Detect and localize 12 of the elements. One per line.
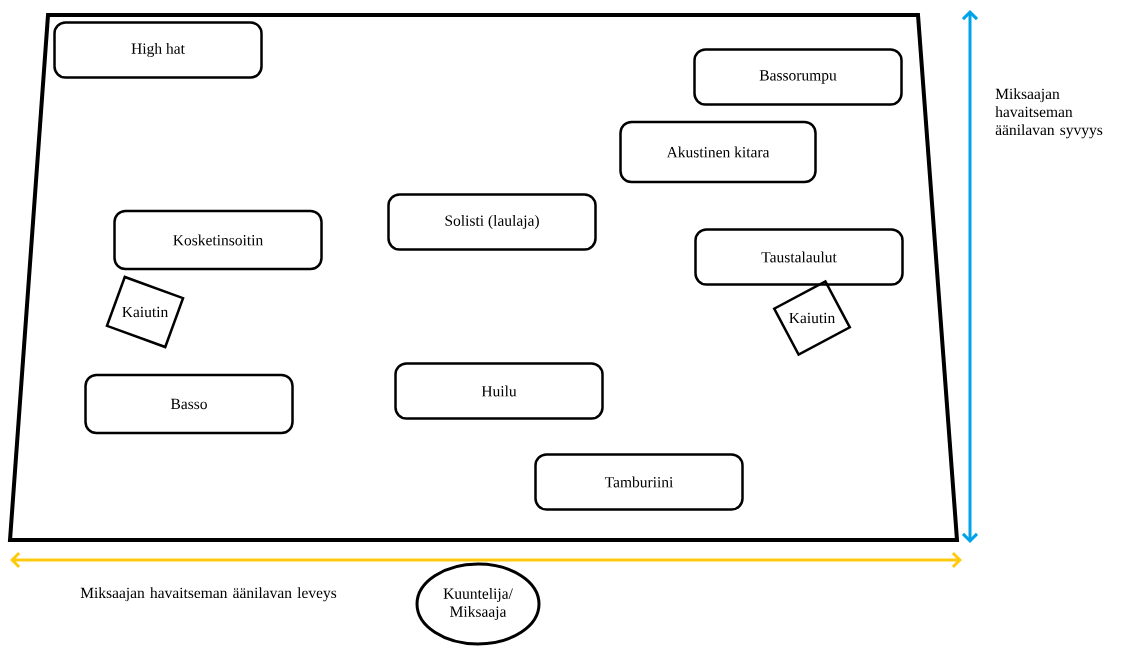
dimension-label: Miksaajan havaitseman äänilavan leveys xyxy=(80,587,337,602)
speaker-box: Kaiutin xyxy=(105,275,185,349)
instrument-box: Taustalaulut xyxy=(694,228,904,286)
instrument-box: Basso xyxy=(84,373,294,435)
instrument-box: High hat xyxy=(53,21,263,79)
instrument-box: Kosketinsoitin xyxy=(113,209,323,271)
instrument-box: Bassorumpu xyxy=(693,48,903,106)
instrument-box: Huilu xyxy=(394,362,604,420)
dimension-label: Miksaajan havaitseman äänilavan syvyys xyxy=(995,88,1103,139)
instrument-box: Akustinen kitara xyxy=(619,120,817,184)
instrument-box: Solisti (laulaja) xyxy=(387,193,597,251)
instrument-box: Tamburiini xyxy=(534,453,744,511)
